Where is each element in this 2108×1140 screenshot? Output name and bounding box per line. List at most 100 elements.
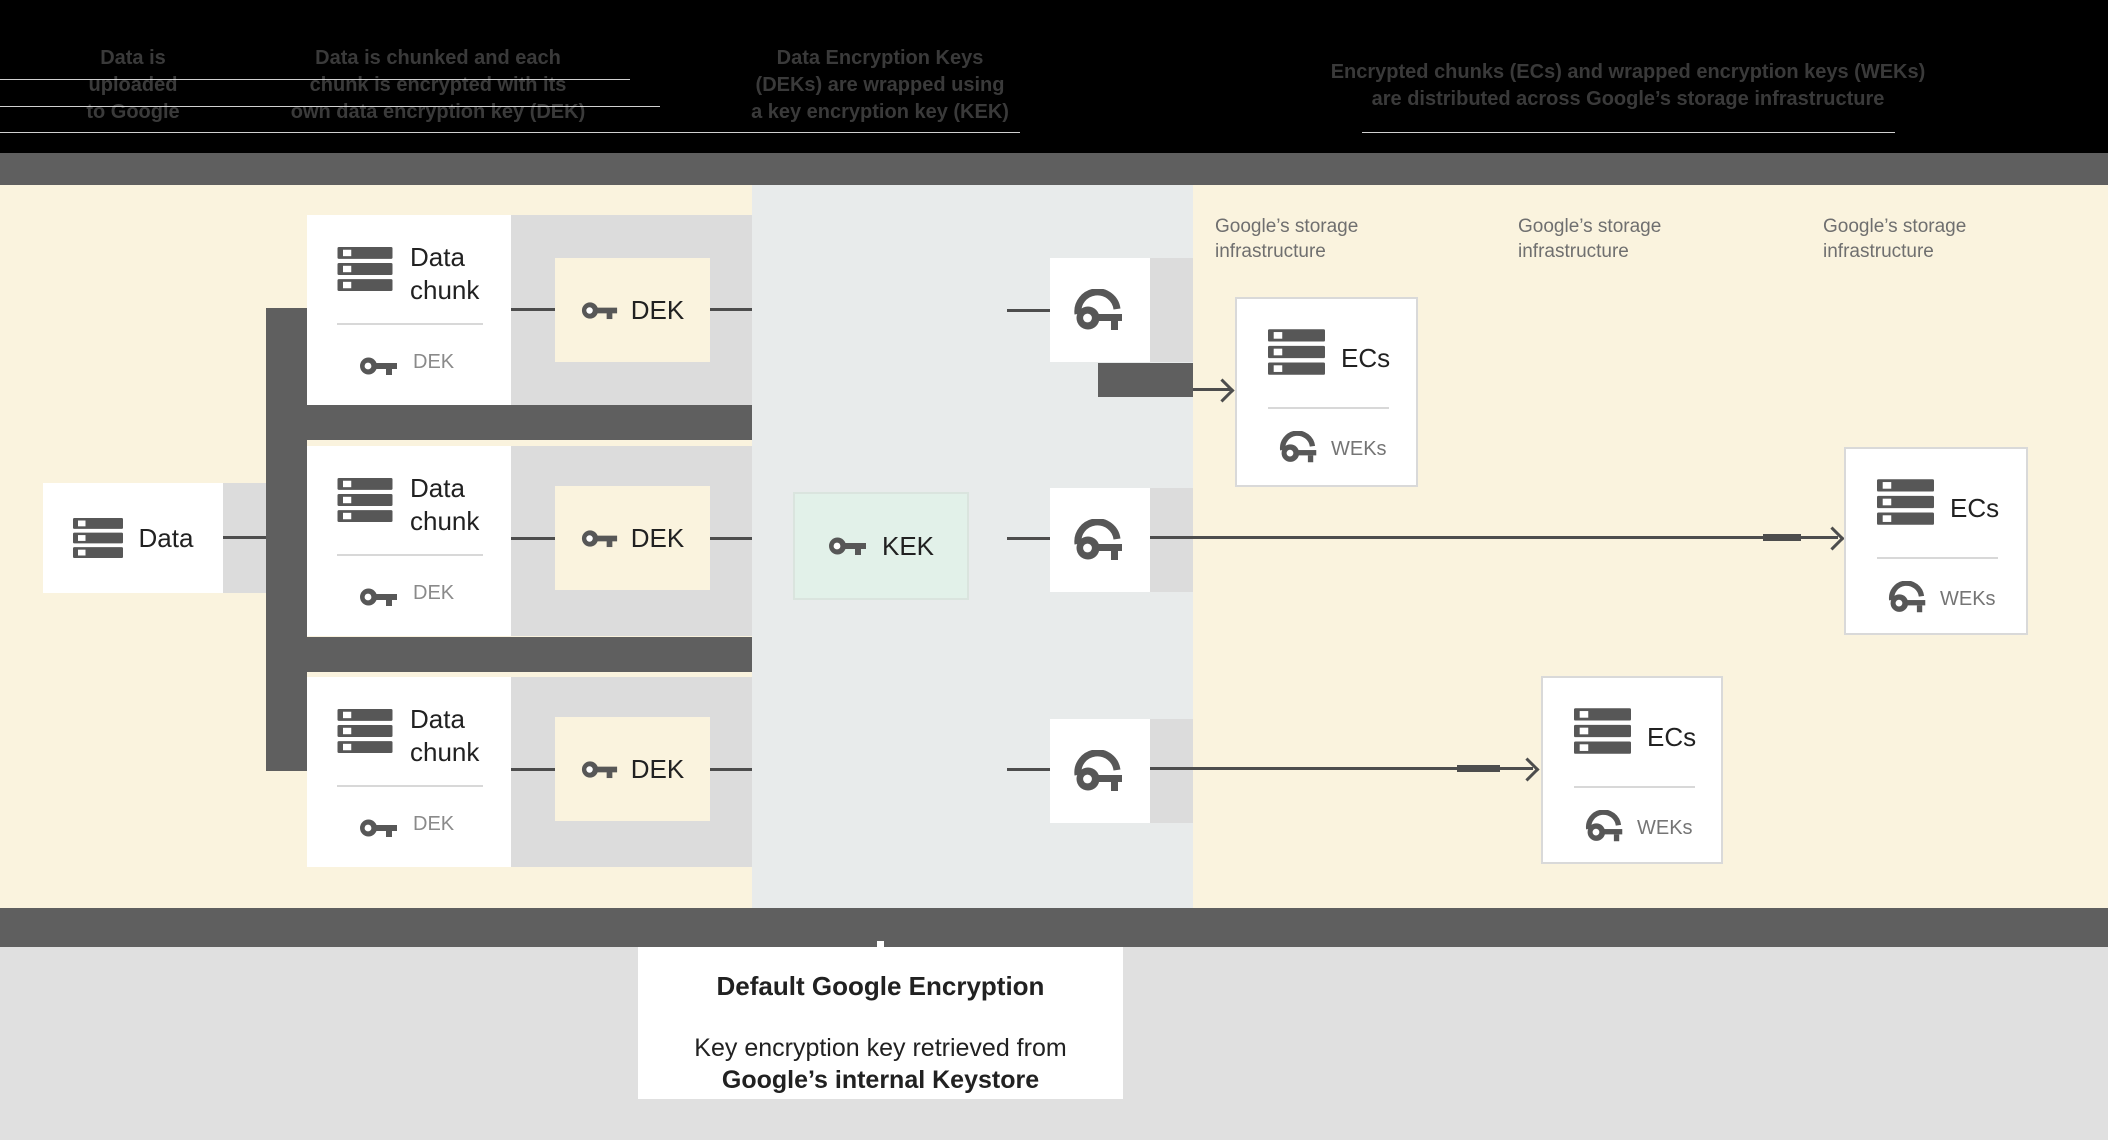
wrapped-key-icon xyxy=(1279,431,1320,463)
arrow-line xyxy=(1150,536,1838,539)
caption-box: Default Google Encryption Key encryption… xyxy=(638,947,1123,1099)
wrapped-key-card xyxy=(1050,488,1150,592)
kek-stub-line xyxy=(1007,309,1050,312)
redaction-hairline xyxy=(0,106,660,107)
caption-line-2: Google’s internal Keystore xyxy=(721,1066,1040,1094)
card-divider xyxy=(337,785,483,787)
header-step-3-line: (DEKs) are wrapped using xyxy=(755,74,1005,96)
flow-segment xyxy=(1457,765,1500,772)
inter-row-bar-1 xyxy=(266,405,752,440)
data-icon xyxy=(337,709,393,753)
storage-label-line: Google’s storage xyxy=(1518,216,1662,237)
kek-stub-line xyxy=(1007,768,1050,771)
dek-out-line xyxy=(710,537,752,540)
caption-title: Default Google Encryption xyxy=(716,971,1045,1001)
chunk-title: Data chunk xyxy=(410,241,479,307)
storage-label-line: infrastructure xyxy=(1215,241,1326,262)
storage-label-line: Google’s storage xyxy=(1823,216,1967,237)
wrapped-key-icon xyxy=(1074,519,1126,561)
wrapped-key-icon xyxy=(1074,289,1126,331)
redaction-hairline xyxy=(0,79,630,80)
header-step-4: Encrypted chunks (ECs) and wrapped encry… xyxy=(1293,59,1963,113)
data-icon xyxy=(337,478,393,522)
header-step-4-line: Encrypted chunks (ECs) and wrapped encry… xyxy=(1330,61,1926,83)
dek-box-label: DEK xyxy=(630,753,685,784)
header-step-1-line: uploaded xyxy=(88,74,178,96)
header-step-2-line: chunk is encrypted with its xyxy=(309,74,567,96)
key-card-tail xyxy=(1150,719,1193,823)
header-step-1: Data is uploaded to Google xyxy=(33,45,233,126)
dek-out-line xyxy=(710,308,752,311)
chunk-to-dek-line xyxy=(511,768,555,771)
caption-connector-notch xyxy=(877,941,884,948)
chunk-title-line: Data xyxy=(410,704,465,734)
data-icon xyxy=(1877,479,1934,525)
dek-box: DEK xyxy=(555,258,710,362)
top-divider-bar xyxy=(0,153,2108,185)
dek-box: DEK xyxy=(555,486,710,590)
wrapped-key-icon xyxy=(1074,750,1126,792)
caption-line-1: Key encryption key retrieved from xyxy=(694,1034,1067,1062)
data-chunk-card: Data chunk DEK xyxy=(307,677,511,867)
header-band: Data is uploaded to Google Data is chunk… xyxy=(0,0,2108,153)
dek-out-line xyxy=(710,768,752,771)
ecs-card: ECs WEKs xyxy=(1844,447,2028,635)
chunk-dek-label: DEK xyxy=(413,813,455,835)
header-step-4-line: are distributed across Google’s storage … xyxy=(1371,88,1885,110)
dek-box-label: DEK xyxy=(630,522,685,553)
key-icon xyxy=(581,760,617,778)
data-to-trunk-line xyxy=(223,536,266,539)
bottom-divider-bar xyxy=(0,908,2108,947)
storage-label-line: infrastructure xyxy=(1823,241,1934,262)
kek-stub-line xyxy=(1007,537,1050,540)
storage-infrastructure-label-2: Google’s storage infrastructure xyxy=(1518,214,1748,264)
redaction-hairline xyxy=(0,132,1020,133)
storage-infrastructure-label-3: Google’s storage infrastructure xyxy=(1823,214,2053,264)
wrapped-key-icon xyxy=(1585,810,1626,842)
header-step-2-line: own data encryption key (DEK) xyxy=(290,101,586,123)
weks-label: WEKs xyxy=(1940,588,1996,610)
chunk-to-dek-line xyxy=(511,537,555,540)
data-icon xyxy=(1268,329,1325,375)
dek-box: DEK xyxy=(555,717,710,821)
flow-segment xyxy=(1763,534,1801,541)
chunk-title-line: chunk xyxy=(410,737,480,767)
header-step-2: Data is chunked and each chunk is encryp… xyxy=(288,45,588,126)
data-icon xyxy=(1574,708,1631,754)
ecs-label: ECs xyxy=(1341,343,1391,373)
weks-label: WEKs xyxy=(1637,817,1693,839)
data-card-label: Data xyxy=(138,522,194,553)
chunk-title-line: Data xyxy=(410,242,465,272)
key-icon xyxy=(360,819,397,837)
wrapped-flow-bar xyxy=(1098,363,1193,397)
key-icon xyxy=(828,537,866,555)
inter-row-bar-2 xyxy=(266,637,752,672)
arrow-line xyxy=(1150,767,1533,770)
arrow-line xyxy=(1193,388,1230,391)
storage-label-line: infrastructure xyxy=(1518,241,1629,262)
ecs-card: ECs WEKs xyxy=(1235,297,1418,487)
weks-label: WEKs xyxy=(1331,438,1387,460)
key-card-tail xyxy=(1150,258,1193,362)
key-icon xyxy=(360,357,397,375)
storage-label-line: Google’s storage xyxy=(1215,216,1359,237)
data-chunk-card: Data chunk DEK xyxy=(307,446,511,636)
header-step-2-line: Data is chunked and each xyxy=(315,47,561,69)
ecs-label: ECs xyxy=(1647,722,1697,752)
card-divider xyxy=(1877,557,1998,559)
key-icon xyxy=(581,529,617,547)
data-chunk-card: Data chunk DEK xyxy=(307,215,511,405)
chunk-to-dek-line xyxy=(511,308,555,311)
wrapped-key-card xyxy=(1050,258,1150,362)
chunk-title-line: Data xyxy=(410,473,465,503)
key-icon xyxy=(360,588,397,606)
chunk-dek-label: DEK xyxy=(413,582,455,604)
card-divider xyxy=(337,323,483,325)
card-divider xyxy=(337,554,483,556)
header-step-1-line: Data is xyxy=(100,47,166,69)
header-step-3-line: Data Encryption Keys xyxy=(776,47,984,69)
header-step-3: Data Encryption Keys (DEKs) are wrapped … xyxy=(730,45,1030,126)
kek-box-label: KEK xyxy=(881,530,935,561)
header-step-3-line: a key encryption key (KEK) xyxy=(751,101,1009,123)
key-card-tail xyxy=(1150,488,1193,592)
